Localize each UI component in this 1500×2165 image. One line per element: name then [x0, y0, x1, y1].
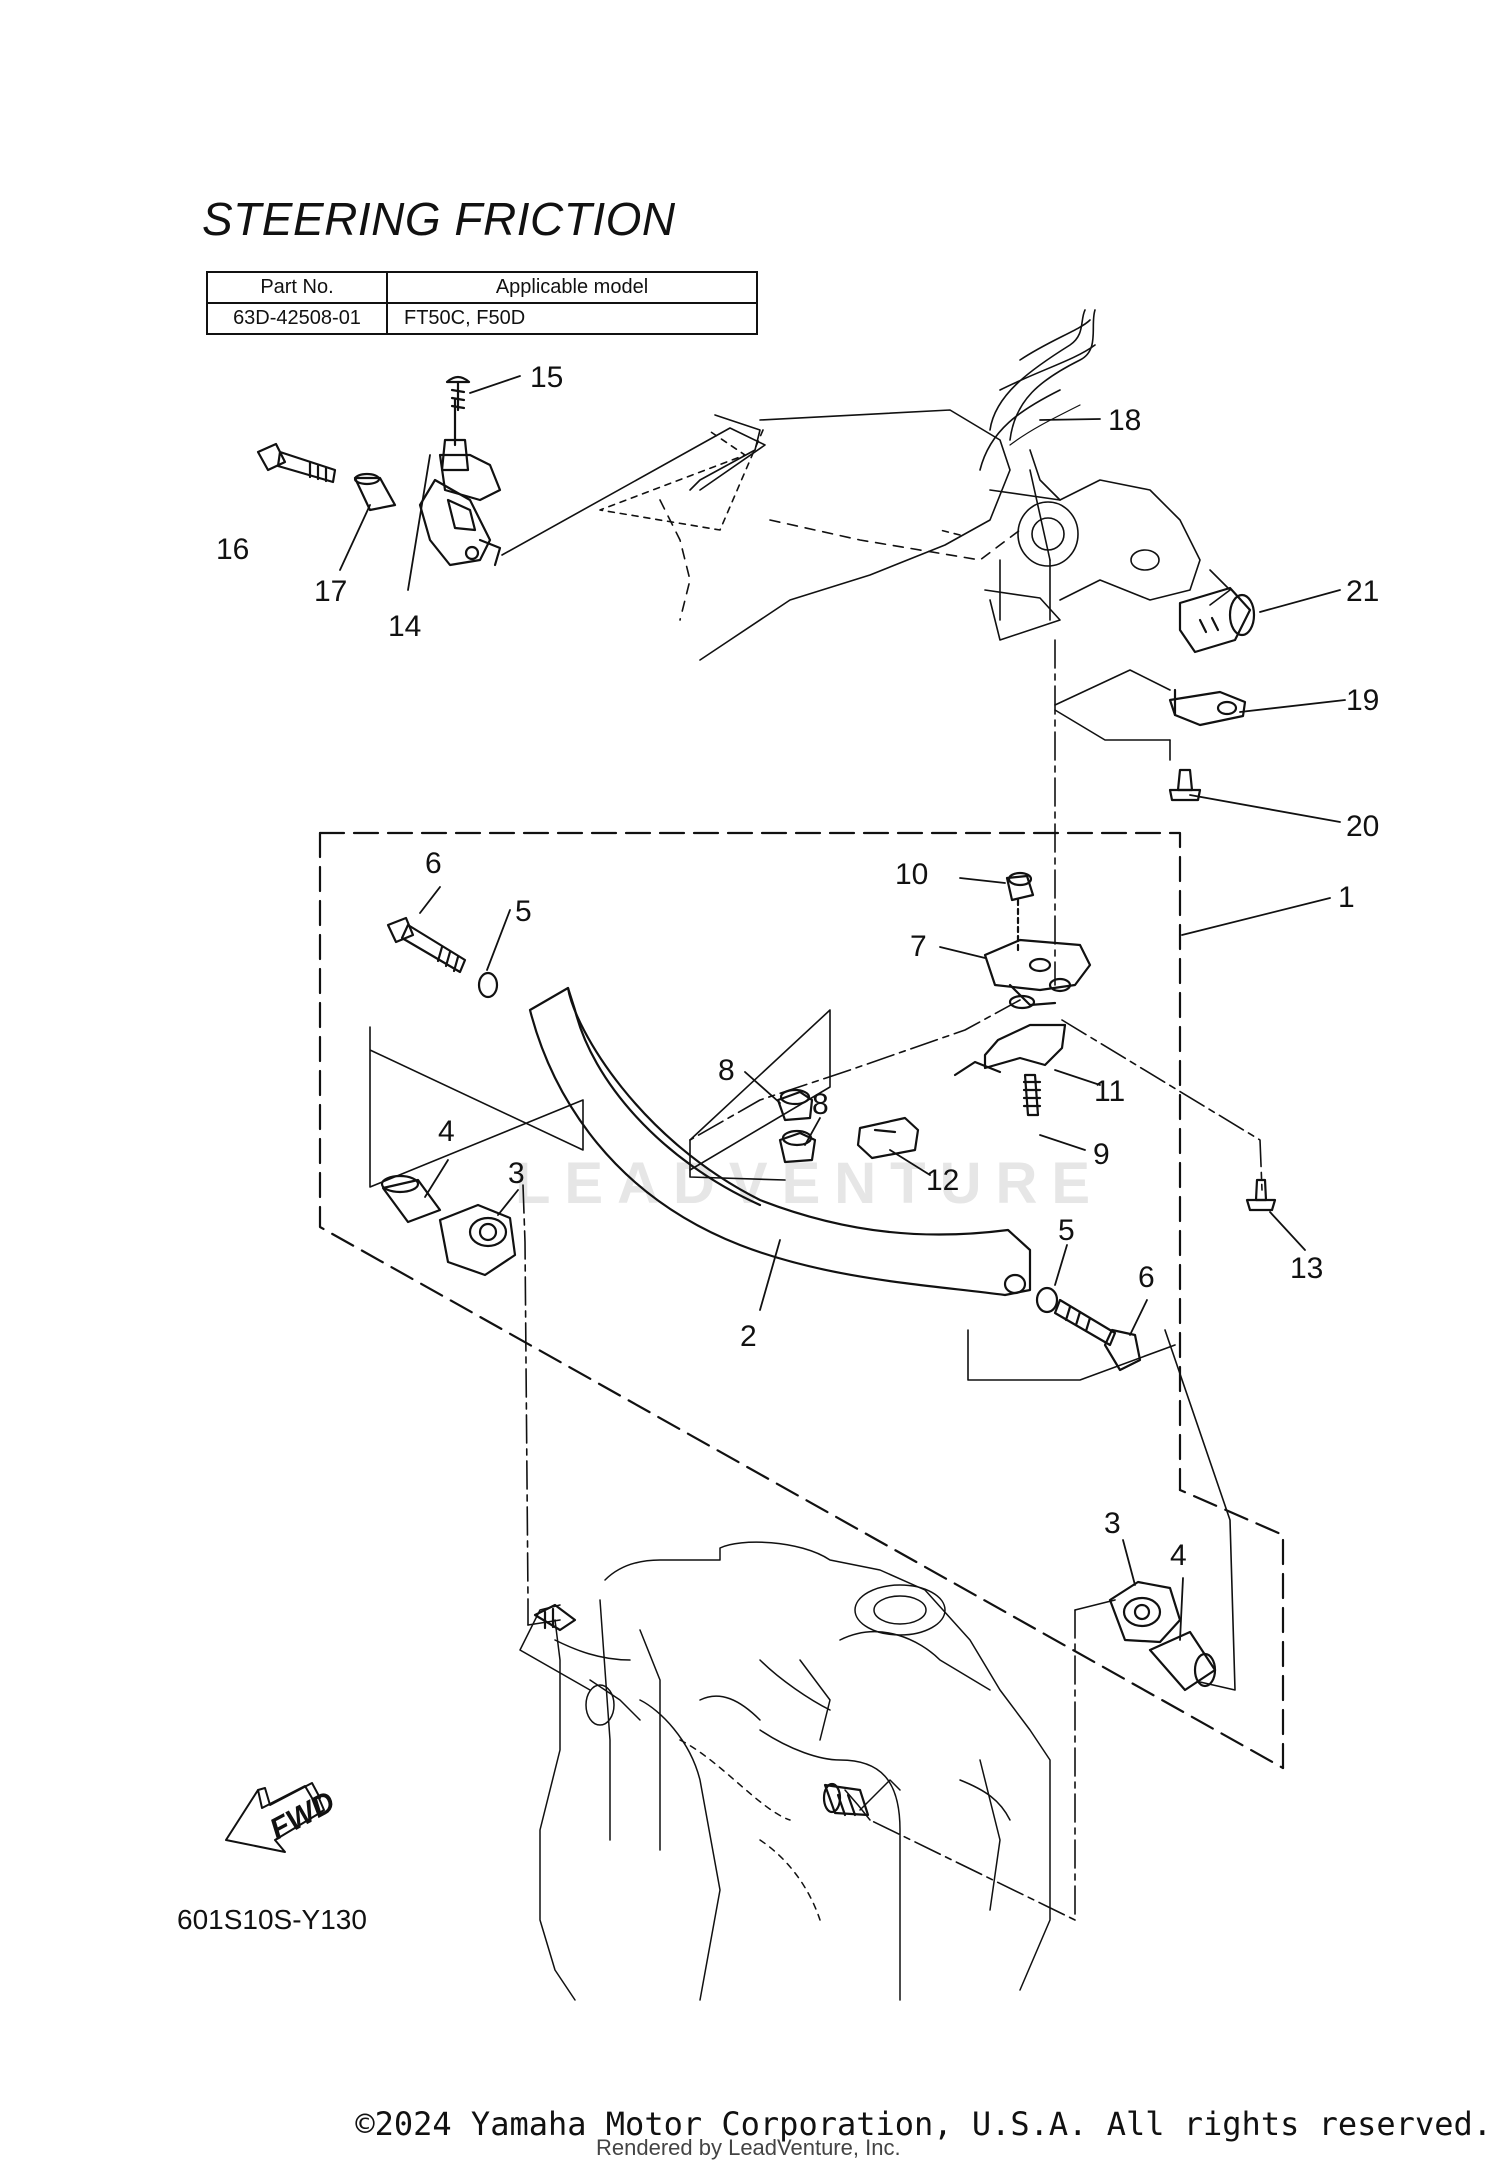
stud-bolt-left — [533, 1603, 577, 1632]
bolt-and-washer-group — [386, 916, 1142, 1372]
friction-plate-group — [953, 871, 1092, 1117]
screw-13 — [1245, 1178, 1277, 1212]
callout-3-lower: 3 — [1104, 1507, 1121, 1540]
diagram-title: STEERING FRICTION — [202, 193, 676, 245]
header-applicable-model: Applicable model — [386, 271, 758, 304]
steering-bracket-arm — [528, 986, 1032, 1297]
callout-21: 21 — [1346, 575, 1379, 608]
forward-direction-arrow — [225, 1782, 325, 1853]
right-bushing-nut — [1108, 1580, 1217, 1692]
callout-12: 12 — [926, 1164, 959, 1197]
swivel-housing-outline — [659, 319, 1231, 661]
callout-3: 3 — [508, 1157, 525, 1190]
rendered-by-credit: Rendered by LeadVenture, Inc. — [596, 2135, 901, 2160]
cell-models: FT50C, F50D — [386, 302, 758, 335]
left-bushing-nut — [380, 1174, 517, 1277]
callout-leaders — [339, 375, 1346, 1641]
callout-4: 4 — [438, 1115, 455, 1148]
callout-13: 13 — [1290, 1252, 1323, 1285]
clamp-bracket-outline — [519, 1541, 1051, 2001]
watermark-text: LEADVENTURE — [515, 1151, 1105, 1216]
assembly-guide-lines — [369, 427, 1263, 1921]
friction-piece-assembly — [256, 375, 502, 567]
callout-14: 14 — [388, 610, 421, 643]
callout-6-right: 6 — [1138, 1261, 1155, 1294]
callout-7: 7 — [910, 930, 927, 963]
callout-6: 6 — [425, 847, 442, 880]
cable-bundle — [979, 309, 1096, 471]
callout-17: 17 — [314, 575, 347, 608]
callout-5-right: 5 — [1058, 1214, 1075, 1247]
table-row: 63D-42508-01 FT50C, F50D — [206, 302, 758, 335]
callout-8: 8 — [718, 1054, 735, 1087]
callout-2: 2 — [740, 1320, 757, 1353]
table-header-row: Part No. Applicable model — [206, 271, 758, 304]
fwd-label: FWD — [265, 1785, 341, 1846]
callout-1: 1 — [1338, 881, 1355, 914]
callout-19: 19 — [1346, 684, 1379, 717]
callout-18: 18 — [1108, 404, 1141, 437]
copyright-notice: ©2024 Yamaha Motor Corporation, U.S.A. A… — [355, 2105, 1492, 2143]
callout-4-lower: 4 — [1170, 1539, 1187, 1572]
callout-16: 16 — [216, 533, 249, 566]
callout-11: 11 — [1094, 1075, 1125, 1108]
stud-bolt-right — [822, 1782, 870, 1817]
callout-9: 9 — [1093, 1138, 1110, 1171]
plug-and-pad-group — [776, 1088, 920, 1164]
clamp-assembly — [1168, 586, 1256, 802]
cell-part-number: 63D-42508-01 — [206, 302, 388, 335]
callout-15: 15 — [530, 361, 563, 394]
callout-labels: 1 2 3 3 4 4 5 5 6 6 7 8 8 9 10 11 12 13 … — [216, 361, 1379, 1572]
header-part-no: Part No. — [206, 271, 388, 304]
callout-8-lower: 8 — [812, 1088, 829, 1121]
callout-10: 10 — [895, 858, 928, 891]
callout-20: 20 — [1346, 810, 1379, 843]
callout-5: 5 — [515, 895, 532, 928]
diagram-code: 601S10S-Y130 — [177, 1904, 367, 1935]
assembly-1-boundary — [318, 831, 1285, 1770]
applicability-table: Part No. Applicable model 63D-42508-01 F… — [206, 271, 758, 335]
